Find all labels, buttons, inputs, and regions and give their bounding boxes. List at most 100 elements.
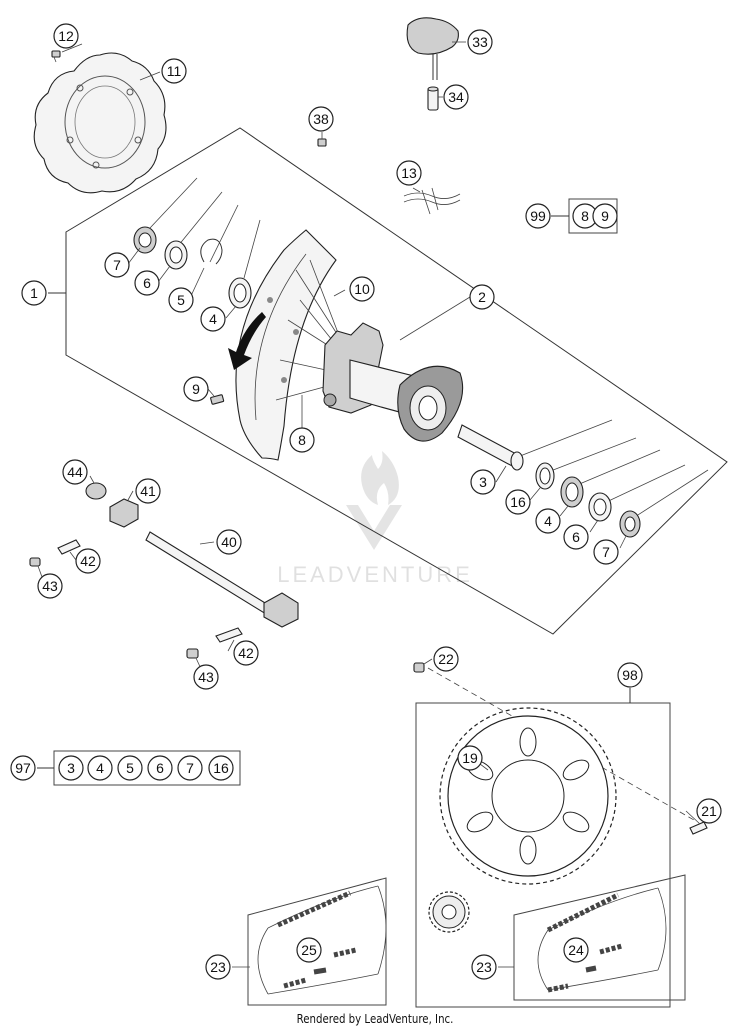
kit-99-item-8[interactable]: 8 xyxy=(572,203,598,229)
wheel-spindle-part[interactable] xyxy=(145,531,299,628)
kit-99-item-9-bubble[interactable]: 9 xyxy=(592,203,618,229)
adjuster-screw-right-part[interactable] xyxy=(215,627,243,643)
collar-nut-part[interactable] xyxy=(85,482,107,500)
callout-1[interactable]: 1 xyxy=(21,280,47,306)
bearing-right-part[interactable] xyxy=(560,476,584,508)
callout-label: 24 xyxy=(568,942,584,958)
callout-11[interactable]: 11 xyxy=(161,58,187,84)
bearing-left-part[interactable] xyxy=(164,240,188,270)
callout-42-right[interactable]: 42 xyxy=(233,640,259,666)
shaft-seal-right-part[interactable] xyxy=(619,510,641,538)
callout-97[interactable]: 97 xyxy=(10,755,36,781)
callout-label: 41 xyxy=(140,483,156,499)
front-sprocket-part[interactable] xyxy=(428,891,470,933)
callout-4-right[interactable]: 4 xyxy=(535,508,561,534)
callout-label: 1 xyxy=(30,285,38,301)
callout-9[interactable]: 9 xyxy=(183,376,209,402)
callout-12[interactable]: 12 xyxy=(53,23,79,49)
sprocket-screw-part[interactable] xyxy=(689,821,708,835)
kit-97-item-6[interactable]: 6 xyxy=(147,755,173,781)
spacer-sleeve-part[interactable] xyxy=(427,86,439,111)
callout-label: 34 xyxy=(448,89,464,105)
callout-24[interactable]: 24 xyxy=(563,937,589,963)
kit-97-item-7[interactable]: 7 xyxy=(177,755,203,781)
adjuster-nut-left-part[interactable] xyxy=(29,557,41,567)
callout-label: 12 xyxy=(58,28,74,44)
callout-7-right[interactable]: 7 xyxy=(593,539,619,565)
chain-kit-left-part[interactable] xyxy=(247,877,387,1006)
callout-label: 44 xyxy=(67,464,83,480)
callout-23-left[interactable]: 23 xyxy=(205,954,231,980)
footer-credit: Rendered by LeadVenture, Inc. xyxy=(296,1012,454,1026)
circlip-part[interactable] xyxy=(200,238,223,265)
distance-sleeve-part[interactable] xyxy=(457,424,524,471)
callout-label: 2 xyxy=(478,289,486,305)
sprocket-nut-part[interactable] xyxy=(413,662,425,673)
callout-33[interactable]: 33 xyxy=(467,29,493,55)
callout-34[interactable]: 34 xyxy=(443,84,469,110)
adjuster-nut-right-part[interactable] xyxy=(186,648,199,659)
callout-label: 43 xyxy=(198,669,214,685)
callout-label: 11 xyxy=(167,63,182,79)
watermark-text: LEADVENTURE xyxy=(277,562,473,587)
callout-6-right[interactable]: 6 xyxy=(563,524,589,550)
chain-kit-right-part[interactable] xyxy=(513,874,686,1001)
callout-98[interactable]: 98 xyxy=(617,662,643,688)
callout-10[interactable]: 10 xyxy=(349,276,375,302)
disc-screw-part[interactable] xyxy=(51,50,61,63)
callout-8[interactable]: 8 xyxy=(289,427,315,453)
callout-label: 99 xyxy=(530,208,546,224)
callout-3[interactable]: 3 xyxy=(470,469,496,495)
callout-label: 3 xyxy=(67,760,75,776)
callout-label: 13 xyxy=(401,165,417,181)
brake-disc[interactable] xyxy=(33,52,167,194)
callout-16[interactable]: 16 xyxy=(505,489,531,515)
callout-2[interactable]: 2 xyxy=(469,284,495,310)
hub-part[interactable] xyxy=(322,322,464,442)
callout-6-left[interactable]: 6 xyxy=(134,270,160,296)
kit-97-item-4[interactable]: 4 xyxy=(87,755,113,781)
callout-21[interactable]: 21 xyxy=(696,798,722,824)
bearing-inner-left-part[interactable] xyxy=(228,277,252,309)
callout-41[interactable]: 41 xyxy=(135,478,161,504)
callout-4-left[interactable]: 4 xyxy=(200,306,226,332)
spacer-ring-part[interactable] xyxy=(535,462,555,490)
leadventure-watermark: LEADVENTURE xyxy=(277,451,473,587)
callout-42-left[interactable]: 42 xyxy=(75,548,101,574)
bearing-outer-right-part[interactable] xyxy=(588,492,612,522)
callout-19[interactable]: 19 xyxy=(457,745,483,771)
callout-label: 23 xyxy=(476,959,492,975)
callout-label: 6 xyxy=(156,760,164,776)
callout-23-right[interactable]: 23 xyxy=(471,954,497,980)
callout-label: 16 xyxy=(510,494,526,510)
callout-5[interactable]: 5 xyxy=(168,287,194,313)
adjuster-screw-left-part[interactable] xyxy=(57,539,81,555)
wheel-assembly-outline xyxy=(48,127,728,635)
callout-43-left[interactable]: 43 xyxy=(37,573,63,599)
callout-44[interactable]: 44 xyxy=(62,459,88,485)
callout-22[interactable]: 22 xyxy=(433,646,459,672)
rear-sprocket-part[interactable] xyxy=(439,707,617,885)
callout-label: 9 xyxy=(601,208,609,224)
spoke-nipple-part[interactable] xyxy=(210,394,225,405)
callout-38[interactable]: 38 xyxy=(308,106,334,132)
callout-label: 21 xyxy=(701,803,717,819)
spoke-set-part[interactable] xyxy=(403,187,461,215)
callout-25[interactable]: 25 xyxy=(296,937,322,963)
callout-13[interactable]: 13 xyxy=(396,160,422,186)
rim-part[interactable] xyxy=(235,229,337,461)
callout-label: 40 xyxy=(221,534,237,550)
callout-label: 8 xyxy=(581,208,589,224)
kit-97-item-5[interactable]: 5 xyxy=(117,755,143,781)
callout-99[interactable]: 99 xyxy=(525,203,551,229)
callout-label: 6 xyxy=(143,275,151,291)
shaft-seal-left-part[interactable] xyxy=(133,226,157,254)
chain-slider-part[interactable] xyxy=(406,17,459,80)
callout-7-left[interactable]: 7 xyxy=(104,252,130,278)
callout-label: 22 xyxy=(438,651,454,667)
kit-97-item-16[interactable]: 16 xyxy=(208,755,234,781)
chain-adjuster-left-part[interactable] xyxy=(109,498,139,528)
kit-97-item-3[interactable]: 3 xyxy=(58,755,84,781)
callout-43-right[interactable]: 43 xyxy=(193,664,219,690)
callout-40[interactable]: 40 xyxy=(216,529,242,555)
